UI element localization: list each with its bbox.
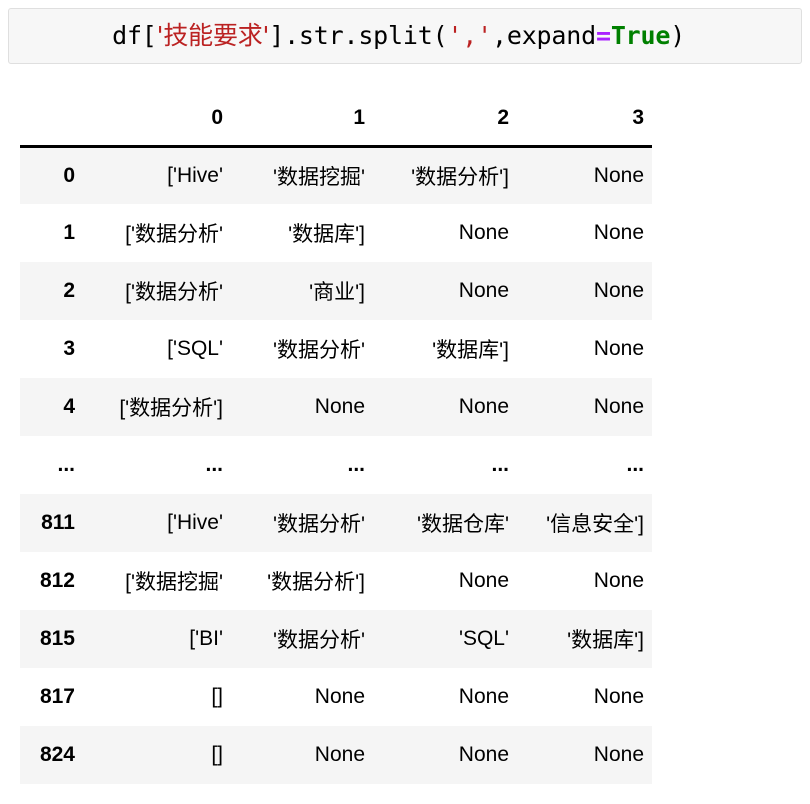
- code-token-keyword-true: True: [610, 21, 671, 50]
- row-index-cell: 817: [39, 685, 75, 708]
- code-token-string-separator: ',': [447, 21, 492, 50]
- table-row: 824 [] None None None: [20, 726, 652, 784]
- table-cell: None: [314, 685, 365, 708]
- table-cell: '数据挖掘': [272, 165, 365, 189]
- table-cell: ...: [626, 453, 644, 476]
- table-row: 0 ['Hive' '数据挖掘' '数据分析'] None: [20, 146, 652, 204]
- table-cell: []: [211, 685, 223, 708]
- table-cell: None: [314, 395, 365, 418]
- table-cell: ['数据分析': [125, 281, 223, 304]
- table-cell: None: [458, 395, 509, 418]
- row-index-cell: 811: [41, 511, 75, 534]
- table-row: 817 [] None None None: [20, 668, 652, 726]
- table-cell: ...: [347, 453, 365, 476]
- table-cell: ['BI': [189, 627, 223, 650]
- table-cell: 'SQL': [458, 627, 509, 650]
- table-cell: None: [593, 395, 644, 418]
- code-token-7: ): [670, 21, 686, 50]
- table-cell: ['SQL': [167, 337, 223, 360]
- table-row: ...............: [20, 436, 652, 494]
- table-cell: ...: [491, 453, 509, 476]
- table-header-row: 0 1 2 3: [20, 100, 652, 148]
- table-cell: '数据分析': [272, 629, 365, 652]
- table-cell: ['数据分析']: [119, 397, 223, 420]
- table-row: 811 ['Hive' '数据分析' '数据仓库' '信息安全']: [20, 494, 652, 552]
- table-cell: '信息安全']: [546, 513, 644, 536]
- table-body: 0 ['Hive' '数据挖掘' '数据分析'] None 1 ['数据分析' '数据库'] N…: [20, 146, 652, 784]
- table-cell: None: [593, 279, 644, 302]
- code-token-string-column: '技能要求': [156, 21, 270, 50]
- row-index-cell: ...: [57, 453, 75, 476]
- table-row: 3 ['SQL' '数据分析' '数据库'] None: [20, 320, 652, 378]
- table-cell: ['Hive': [167, 511, 223, 534]
- table-cell: '数据分析']: [411, 165, 509, 189]
- table-cell: None: [458, 279, 509, 302]
- row-index-cell: 0: [63, 163, 75, 187]
- column-header-1: 1: [231, 100, 373, 148]
- row-index-cell: 824: [39, 743, 75, 766]
- row-index-cell: 815: [39, 627, 75, 650]
- table-cell: ['数据挖掘': [125, 571, 223, 594]
- table-cell: '数据分析']: [267, 571, 365, 594]
- row-index-cell: 4: [63, 395, 75, 418]
- table-cell: '商业']: [309, 281, 365, 304]
- column-header-0: 0: [83, 100, 231, 148]
- code-line: df['技能要求'].str.split(',',expand=True): [23, 0, 685, 81]
- code-token-2: ].str.split(: [269, 21, 448, 50]
- table-cell: None: [593, 163, 644, 187]
- code-input-cell[interactable]: df['技能要求'].str.split(',',expand=True): [8, 8, 802, 64]
- table-header: 0 1 2 3: [20, 100, 652, 148]
- table-cell: ...: [205, 453, 223, 476]
- dataframe-table: 0 1 2 3 0 ['Hive' '数据挖掘' '数据分析'] None 1 ['数据分析…: [20, 100, 652, 784]
- code-token-0: df[: [112, 21, 157, 50]
- row-index-cell: 3: [63, 337, 75, 360]
- column-header-2: 2: [373, 100, 517, 148]
- index-column-header: [20, 100, 83, 148]
- table-cell: '数据库']: [567, 629, 644, 652]
- row-index-cell: 812: [39, 569, 75, 592]
- table-row: 2 ['数据分析' '商业'] None None: [20, 262, 652, 320]
- code-token-equals-operator: =: [595, 21, 611, 50]
- table-cell: '数据库']: [288, 223, 365, 246]
- table-cell: None: [458, 743, 509, 766]
- table-cell: []: [211, 743, 223, 766]
- table-cell: '数据分析': [272, 513, 365, 536]
- table-cell: '数据仓库': [416, 513, 509, 536]
- table-cell: ['数据分析': [125, 223, 223, 246]
- table-cell: '数据分析': [272, 339, 365, 362]
- row-index-cell: 2: [63, 279, 75, 302]
- column-header-3: 3: [517, 100, 652, 148]
- table-row: 815 ['BI' '数据分析' 'SQL' '数据库']: [20, 610, 652, 668]
- table-row: 812 ['数据挖掘' '数据分析'] None None: [20, 552, 652, 610]
- code-token-4: ,expand: [492, 21, 596, 50]
- table-cell: None: [458, 221, 509, 244]
- row-index-cell: 1: [63, 221, 75, 244]
- table-cell: None: [458, 569, 509, 592]
- table-cell: None: [593, 221, 644, 244]
- table-cell: None: [593, 685, 644, 708]
- table-cell: None: [593, 569, 644, 592]
- table-cell: ['Hive': [167, 163, 223, 187]
- table-cell: '数据库']: [432, 339, 509, 362]
- table-row: 1 ['数据分析' '数据库'] None None: [20, 204, 652, 262]
- table-row: 4 ['数据分析'] None None None: [20, 378, 652, 436]
- dataframe-output: 0 1 2 3 0 ['Hive' '数据挖掘' '数据分析'] None 1 ['数据分析…: [20, 100, 652, 784]
- table-cell: None: [593, 743, 644, 766]
- table-cell: None: [458, 685, 509, 708]
- table-cell: None: [314, 743, 365, 766]
- table-cell: None: [593, 337, 644, 360]
